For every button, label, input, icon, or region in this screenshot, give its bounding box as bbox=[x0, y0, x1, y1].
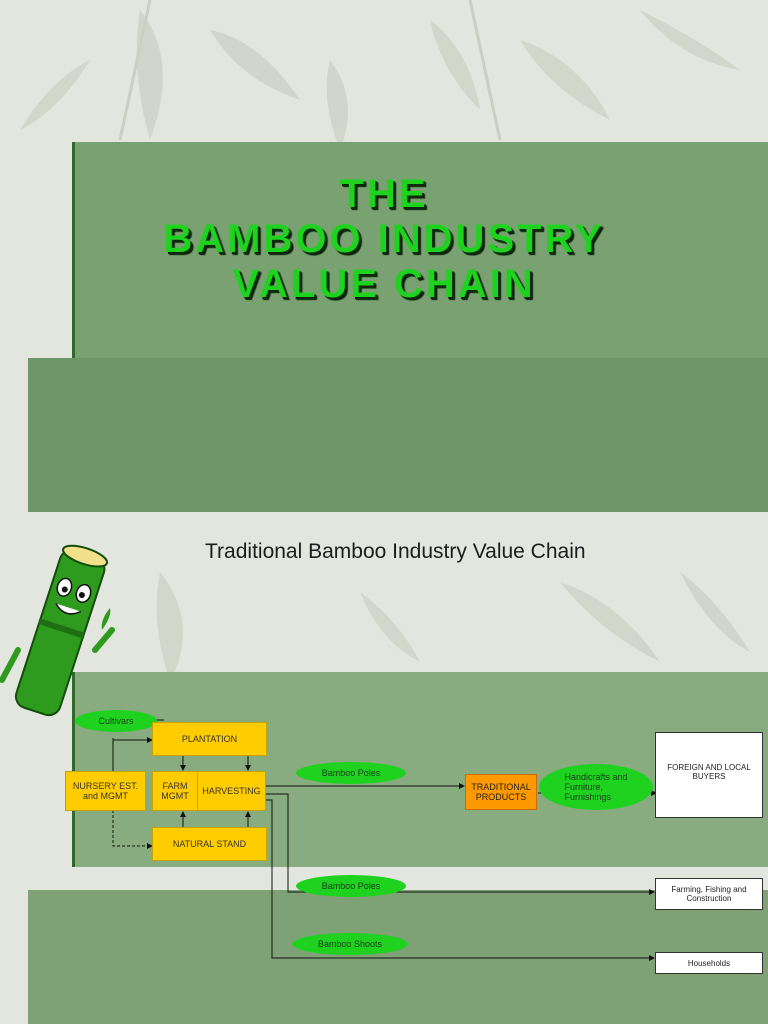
title-slide: THE BAMBOO INDUSTRY VALUE CHAIN bbox=[0, 0, 768, 512]
bamboo-leaf-background bbox=[156, 572, 750, 682]
node-foreign-local-buyers: FOREIGN AND LOCAL BUYERS bbox=[655, 732, 763, 818]
node-farm-mgmt: FARM MGMT bbox=[152, 771, 198, 811]
title-line-3: VALUE CHAIN bbox=[232, 262, 536, 306]
node-farming-fishing: Farming, Fishing and Construction bbox=[655, 878, 763, 910]
node-plantation: PLANTATION bbox=[152, 722, 267, 756]
bamboo-mascot-icon bbox=[0, 544, 115, 717]
node-households: Households bbox=[655, 952, 763, 974]
value-chain-slide: Traditional Bamboo Industry Value Chain bbox=[0, 512, 768, 1024]
title-line-1: THE bbox=[339, 172, 429, 216]
lower-panel bbox=[28, 358, 768, 512]
header-panel bbox=[72, 142, 768, 358]
node-cultivars: Cultivars bbox=[75, 710, 157, 732]
slide-title: THE BAMBOO INDUSTRY VALUE CHAIN bbox=[0, 172, 768, 307]
bamboo-leaf-background bbox=[20, 0, 740, 150]
node-nursery: NURSERY EST. and MGMT bbox=[65, 771, 146, 811]
node-handicrafts: Handicrafts and Furniture, Furnishings bbox=[539, 764, 653, 810]
node-natural-stand: NATURAL STAND bbox=[152, 827, 267, 861]
node-bamboo-poles-2: Bamboo Poles bbox=[296, 875, 406, 897]
diagram-panel-lower bbox=[28, 890, 768, 1024]
node-traditional-products: TRADITIONAL PRODUCTS bbox=[465, 774, 537, 810]
diagram-heading: Traditional Bamboo Industry Value Chain bbox=[205, 540, 586, 563]
node-bamboo-shoots: Bamboo Shoots bbox=[292, 933, 408, 955]
title-line-2: BAMBOO INDUSTRY bbox=[163, 217, 605, 261]
node-bamboo-poles-1: Bamboo Poles bbox=[296, 762, 406, 784]
node-harvesting: HARVESTING bbox=[197, 771, 266, 811]
